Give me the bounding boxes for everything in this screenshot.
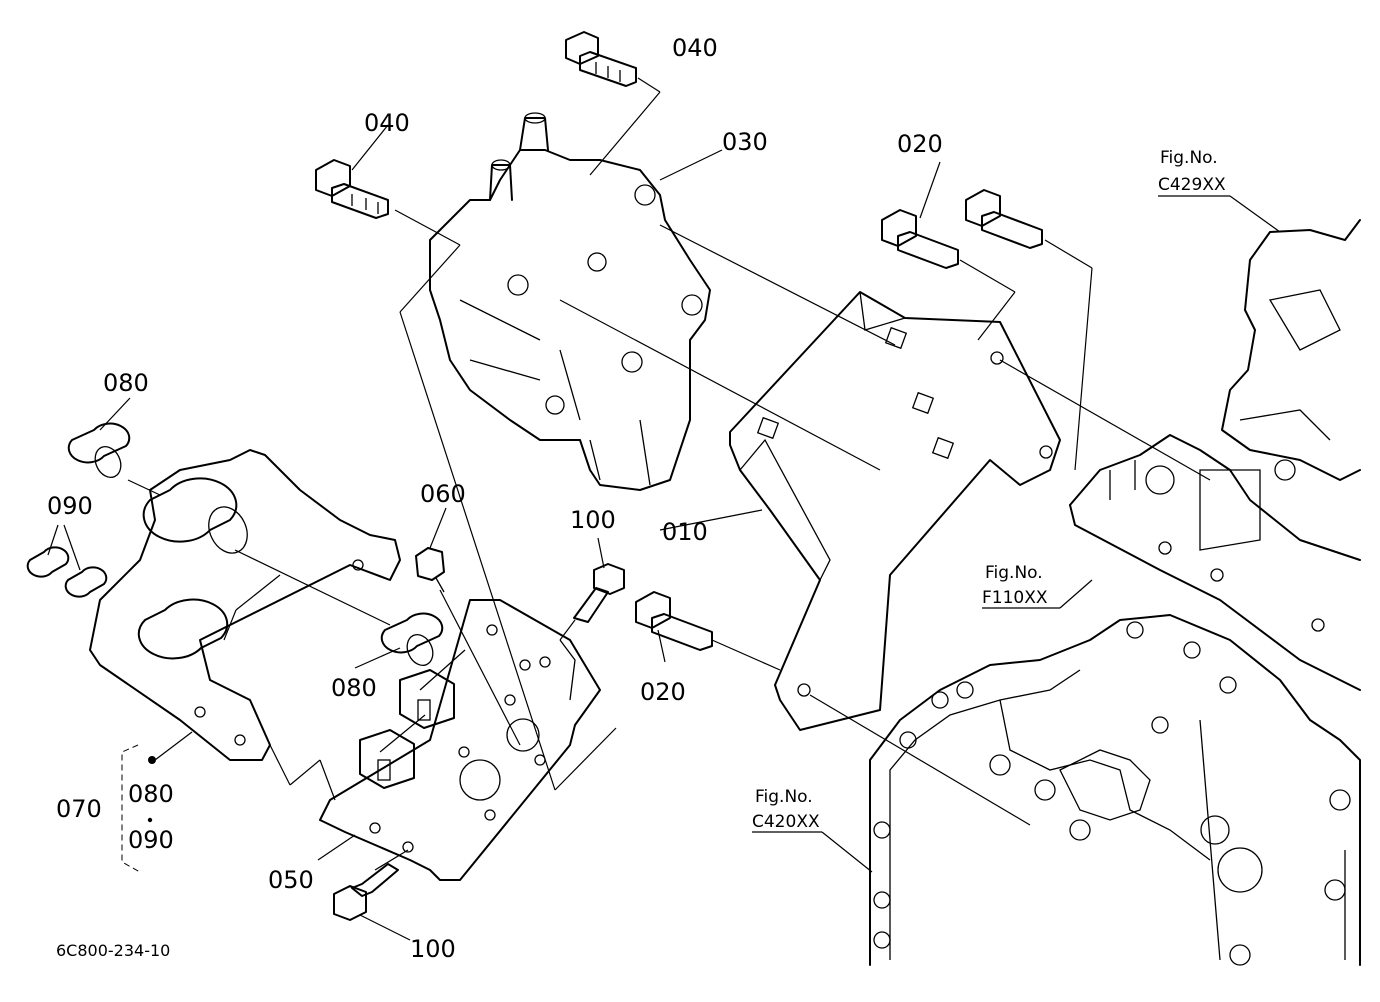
housing-c429-drawing — [1199, 219, 1361, 551]
housing-c420-drawing — [869, 614, 1361, 966]
label-020-lower: 020 — [640, 678, 686, 706]
label-100-bottom: 100 — [410, 935, 456, 963]
pin-060-drawing — [415, 547, 445, 593]
bolt-020-lower-drawing — [635, 591, 713, 651]
label-060: 060 — [420, 480, 466, 508]
label-030: 030 — [722, 128, 768, 156]
bushing-080-drawing — [67, 422, 444, 667]
bolt-040-top-drawing — [565, 31, 637, 87]
label-020-top: 020 — [897, 130, 943, 158]
drawing-code: 6C800-234-10 — [56, 941, 170, 960]
label-100-top: 100 — [570, 506, 616, 534]
label-010: 010 — [662, 518, 708, 546]
assembly-lines — [47, 77, 1281, 941]
label-080-group: 080 — [128, 780, 174, 808]
fig-ref-c420-number: C420XX — [752, 812, 820, 832]
fig-ref-f110-caption: Fig.No. — [985, 563, 1043, 583]
bolt-100-top-drawing — [573, 563, 625, 623]
label-090-group: 090 — [128, 826, 174, 854]
label-040-left: 040 — [364, 109, 410, 137]
fig-ref-f110-number: F110XX — [982, 588, 1048, 608]
plate-050-drawing — [319, 599, 601, 881]
bolt-040-left-drawing — [315, 159, 389, 219]
bracket-010-drawing — [729, 291, 1061, 731]
bolt-100-bottom-drawing — [333, 863, 399, 921]
label-050: 050 — [268, 866, 314, 894]
label-090-top: 090 — [47, 492, 93, 520]
label-080-top: 080 — [103, 369, 149, 397]
label-040-top: 040 — [672, 34, 718, 62]
valve-assembly-030-drawing — [429, 112, 711, 491]
label-070: 070 — [56, 795, 102, 823]
weld-nuts-drawing — [359, 669, 455, 789]
bolt-020-top-drawing — [881, 189, 1043, 269]
fig-ref-c429-caption: Fig.No. — [1160, 148, 1218, 168]
fig-ref-c429-number: C429XX — [1158, 175, 1226, 195]
housing-f110-drawing — [1069, 434, 1361, 691]
group-bracket-070 — [121, 744, 156, 873]
hinge-bracket-drawing — [89, 449, 401, 761]
fig-ref-c420-caption: Fig.No. — [755, 787, 813, 807]
label-080-mid: 080 — [331, 674, 377, 702]
bushing-090-drawing — [26, 546, 108, 598]
